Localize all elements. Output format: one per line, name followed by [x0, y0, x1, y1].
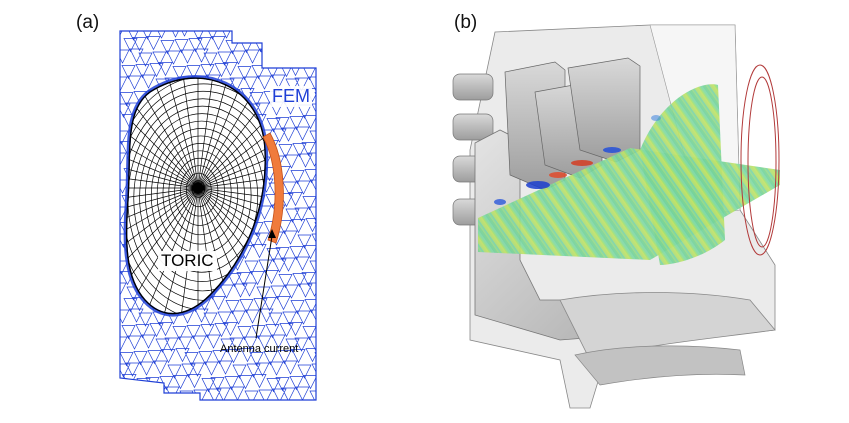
coil-loop-outer	[740, 64, 780, 256]
fem-boundary	[119, 30, 317, 401]
antenna-3d-model	[452, 24, 780, 409]
panel-label-a: (a)	[76, 12, 100, 33]
fem-label: FEM	[270, 86, 312, 107]
toric-outline	[125, 77, 266, 315]
wave-field-vertical	[640, 84, 725, 266]
antenna-strap	[262, 132, 284, 244]
antenna-current-label: Antenna current	[220, 343, 299, 355]
panel-label-b: (b)	[454, 12, 478, 33]
coil-loop-inner	[747, 76, 777, 248]
antenna-arrow-icon	[268, 229, 276, 238]
field-hotspots	[494, 115, 661, 205]
antenna-pointer	[255, 235, 273, 339]
toric-label: TORIC	[158, 251, 217, 271]
antenna-straps	[504, 57, 641, 191]
port-flange-2	[574, 345, 746, 386]
